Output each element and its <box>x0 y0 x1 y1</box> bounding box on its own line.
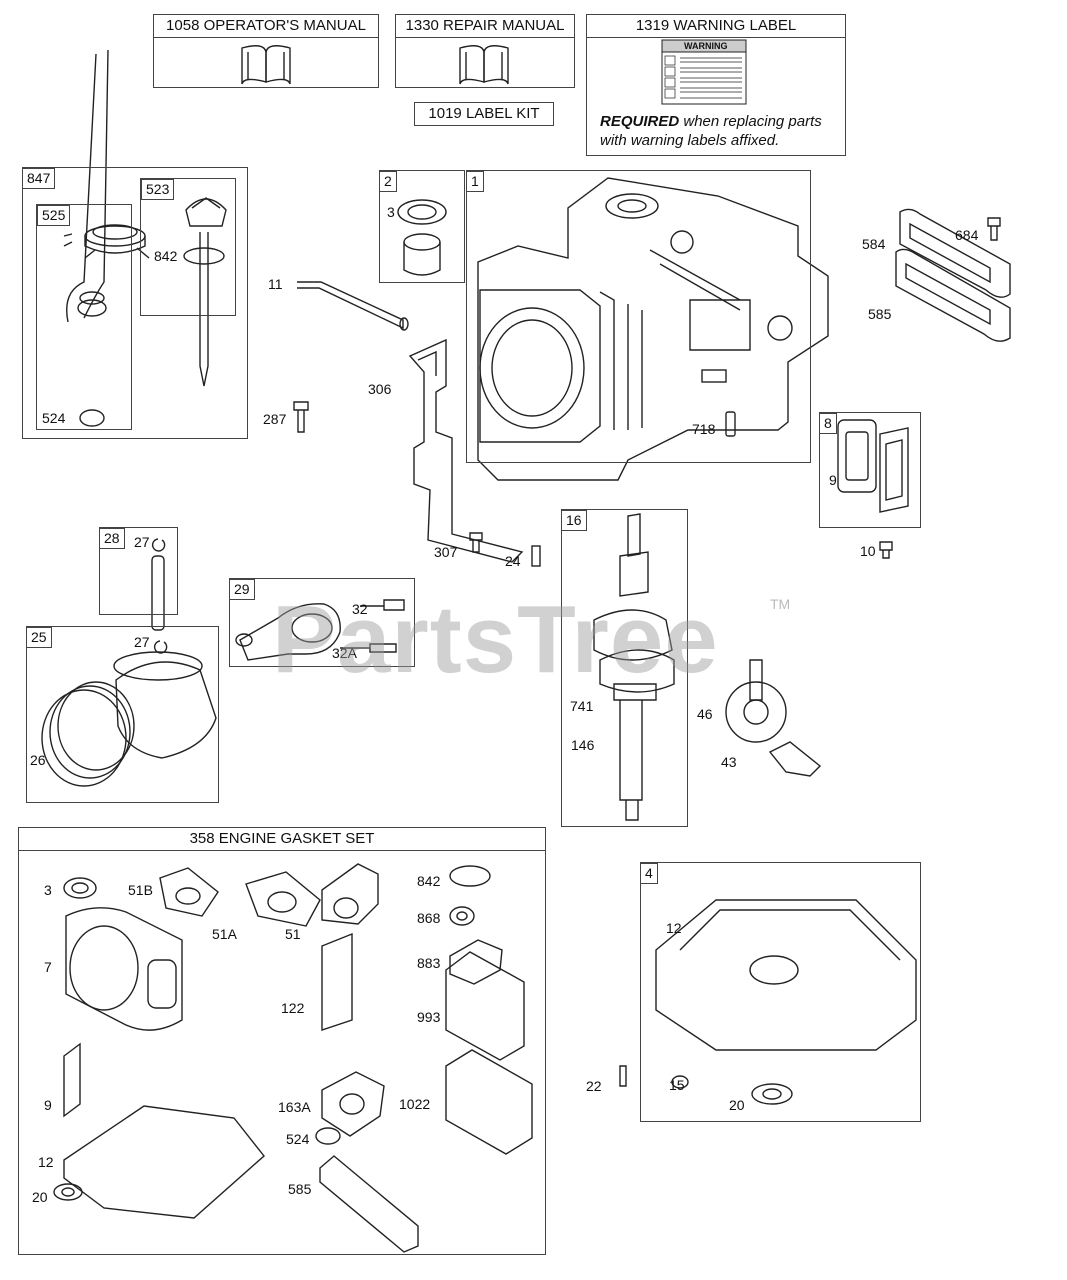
part-20-sump-seal: 20 <box>729 1097 745 1113</box>
part-10: 10 <box>860 543 876 559</box>
part-51b: 51B <box>128 882 153 898</box>
part-11: 11 <box>268 276 283 292</box>
part-684: 684 <box>955 227 979 243</box>
group-box-29 <box>229 578 415 667</box>
trademark-mark: TM <box>770 596 791 612</box>
part-12-sump-gasket: 12 <box>38 1154 54 1170</box>
part-9-gasket: 9 <box>44 1097 52 1113</box>
group-tag-25: 25 <box>26 627 52 648</box>
part-842-dipstick-ring: 842 <box>154 248 178 264</box>
group-tag-8: 8 <box>819 413 837 434</box>
part-524-tube-seal: 524 <box>42 410 66 426</box>
warning-word: WARNING <box>684 41 728 51</box>
part-51a: 51A <box>212 926 237 942</box>
group-box-847 <box>22 167 248 439</box>
part-741: 741 <box>570 698 594 714</box>
required-strong: REQUIRED <box>600 113 680 130</box>
part-12-sump: 12 <box>666 920 682 936</box>
part-146: 146 <box>571 737 595 753</box>
part-3-bushing: 3 <box>387 204 395 220</box>
group-box-25 <box>26 626 219 803</box>
book-icon-repair <box>459 45 509 85</box>
part-307: 307 <box>434 544 458 560</box>
part-883: 883 <box>417 955 441 971</box>
required-rest: when replacing parts with warning labels… <box>600 113 822 149</box>
part-7-head-gasket: 7 <box>44 959 52 975</box>
group-tag-523: 523 <box>141 179 175 200</box>
warning-label-title: 1319 WARNING LABEL <box>587 15 845 38</box>
part-993: 993 <box>417 1009 441 1025</box>
group-tag-28: 28 <box>99 528 125 549</box>
part-585-top: 585 <box>868 306 892 322</box>
group-box-16 <box>561 509 688 827</box>
group-tag-16: 16 <box>561 510 587 531</box>
group-box-2 <box>379 170 465 283</box>
part-524-seal: 524 <box>286 1131 310 1147</box>
part-51: 51 <box>285 926 301 942</box>
part-718: 718 <box>692 421 716 437</box>
book-icon-operators <box>241 45 291 85</box>
operators-manual-box: 1058 OPERATOR'S MANUAL <box>153 14 379 88</box>
label-kit-box: 1019 LABEL KIT <box>414 102 554 126</box>
repair-manual-title: 1330 REPAIR MANUAL <box>396 15 574 38</box>
part-585-gasket: 585 <box>288 1181 312 1197</box>
part-9-cover-gasket: 9 <box>829 472 837 488</box>
group-tag-2: 2 <box>379 171 397 192</box>
part-24: 24 <box>505 553 521 569</box>
group-tag-1: 1 <box>466 171 484 192</box>
part-43: 43 <box>721 754 737 770</box>
part-584: 584 <box>862 236 886 252</box>
group-box-8 <box>819 412 921 528</box>
warning-label-box: 1319 WARNING LABEL <box>586 14 846 156</box>
part-32a: 32A <box>332 645 357 661</box>
group-box-525 <box>36 204 132 430</box>
part-22: 22 <box>586 1078 602 1094</box>
repair-manual-box: 1330 REPAIR MANUAL <box>395 14 575 88</box>
part-20-seal: 20 <box>32 1189 48 1205</box>
group-tag-847: 847 <box>22 168 56 189</box>
part-163a: 163A <box>278 1099 311 1115</box>
part-26: 26 <box>30 752 46 768</box>
part-15: 15 <box>669 1077 685 1093</box>
part-46: 46 <box>697 706 713 722</box>
part-32: 32 <box>352 601 368 617</box>
engine-gasket-set-box: 358 ENGINE GASKET SET <box>18 827 546 1255</box>
part-842-ring: 842 <box>417 873 441 889</box>
group-box-4 <box>640 862 921 1122</box>
operators-manual-title: 1058 OPERATOR'S MANUAL <box>154 15 378 38</box>
part-3-seal: 3 <box>44 882 52 898</box>
part-868: 868 <box>417 910 441 926</box>
engine-gasket-set-title: 358 ENGINE GASKET SET <box>19 828 545 851</box>
group-tag-4: 4 <box>640 863 658 884</box>
part-1022: 1022 <box>399 1096 431 1112</box>
part-27-pin-clip: 27 <box>134 534 150 550</box>
group-box-1 <box>466 170 811 463</box>
part-287: 287 <box>263 411 287 427</box>
partstree-watermark: PartsTree <box>272 586 719 693</box>
group-box-28 <box>99 527 178 615</box>
part-27-piston-clip: 27 <box>134 634 150 650</box>
part-306: 306 <box>368 381 392 397</box>
group-tag-525: 525 <box>37 205 71 226</box>
part-122: 122 <box>281 1000 305 1016</box>
group-tag-29: 29 <box>229 579 255 600</box>
required-note: REQUIRED when replacing parts with warni… <box>600 112 840 150</box>
group-box-523 <box>140 178 236 316</box>
